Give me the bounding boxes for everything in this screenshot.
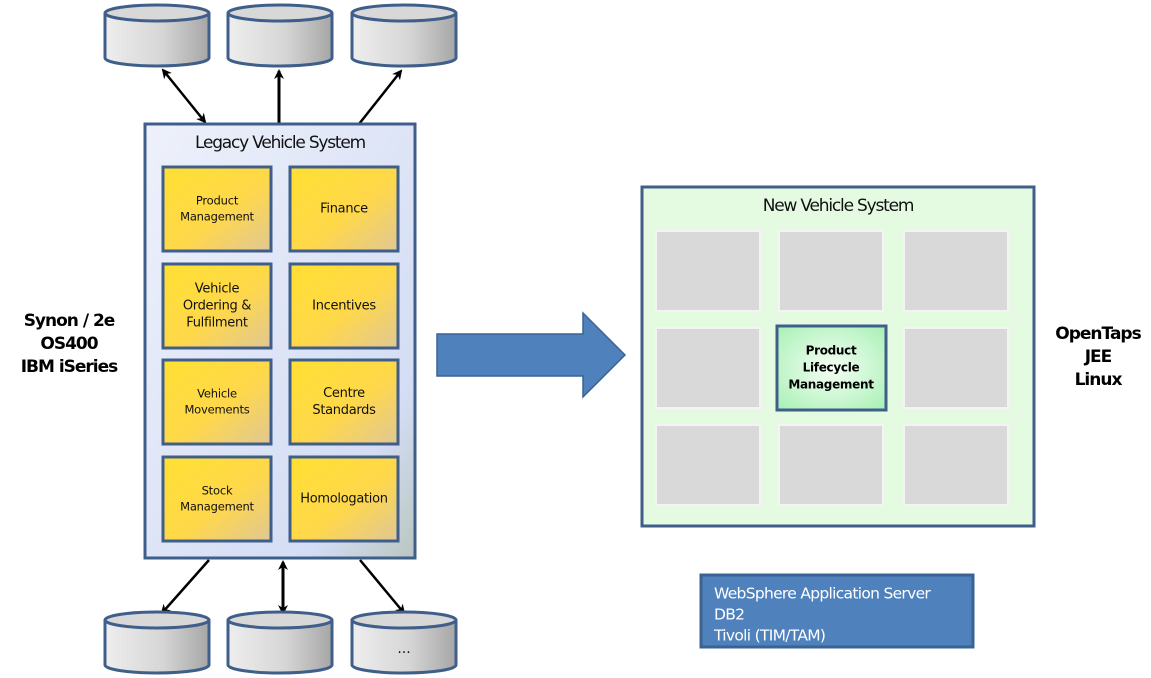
new-platform-label-line: Linux [1075,370,1123,390]
legacy-module-label-line: Ordering & [183,299,251,314]
database-icon [103,610,211,675]
placeholder-module [903,327,1009,409]
legacy-module-label-line: Movements [184,403,249,417]
legacy-module-label-line: Vehicle [197,387,237,401]
legacy-module-label: Finance [320,202,368,217]
legacy-module-label-line: Product [196,194,239,208]
legacy-module-box [288,358,400,446]
placeholder-module [778,230,884,312]
technology-stack-item: WebSphere Application Server [714,585,931,603]
legacy-module-label-line: Finance [320,202,368,217]
connector-top-left [161,68,207,124]
database-label: ... [397,641,410,657]
database-icon [226,610,334,675]
legacy-module-label-line: Homologation [300,492,387,507]
highlight-module-label-line: Product [806,344,857,358]
connector-bottom-right [359,559,406,615]
legacy-module-label-line: Management [180,500,254,514]
legacy-module-label-line: Incentives [312,299,376,314]
new-system-title: New Vehicle System [763,196,914,216]
technology-stack-box [699,573,975,649]
legacy-module-box [288,262,400,350]
placeholder-module [655,230,761,312]
database-icon [103,3,211,68]
top-connectors [161,68,403,125]
legacy-module-label-line: Management [180,210,254,224]
legacy-module-label: Homologation [300,492,387,507]
technology-stack-item: DB2 [714,606,744,624]
placeholder-module [903,230,1009,312]
new-platform-label-line: OpenTaps [1055,324,1141,344]
placeholder-module [778,424,884,506]
legacy-platform-label-line: IBM iSeries [21,357,118,377]
legacy-platform-label-line: OS400 [40,334,98,354]
bottom-connectors [160,559,406,615]
legacy-module-label-line: Fulfilment [186,316,248,331]
migration-arrow [436,311,627,399]
top-databases [103,3,458,68]
database-icon [350,3,458,68]
legacy-module-box [161,358,273,446]
legacy-module-label-line: Centre [323,386,365,401]
legacy-module-box [161,455,273,543]
legacy-module-box [288,165,400,253]
highlight-module-box [775,324,888,412]
highlight-module-label-line: Lifecycle [803,361,860,375]
technology-stack-item: Tivoli (TIM/TAM) [713,627,825,645]
legacy-platform-label-line: Synon / 2e [24,311,115,331]
placeholder-module [655,424,761,506]
legacy-module: Homologation [288,455,400,543]
legacy-module-label: Incentives [312,299,376,314]
legacy-system-title: Legacy Vehicle System [195,133,366,153]
legacy-module-label-line: Standards [312,403,376,418]
legacy-module-box [161,165,273,253]
placeholder-module [655,327,761,409]
bottom-databases: ... [103,610,458,675]
highlight-module-label-line: Management [788,378,874,392]
legacy-module-box [161,262,273,350]
database-icon [226,3,334,68]
legacy-module-label-line: Vehicle [195,282,240,297]
database-icon: ... [350,610,458,675]
legacy-module: Finance [288,165,400,253]
placeholder-module [903,424,1009,506]
connector-top-right [358,69,403,125]
legacy-module: Incentives [288,262,400,350]
legacy-module-label-line: Stock [202,484,233,498]
new-platform-label-line: JEE [1084,347,1112,367]
legacy-module-box [288,455,400,543]
connector-bottom-left [160,559,210,615]
